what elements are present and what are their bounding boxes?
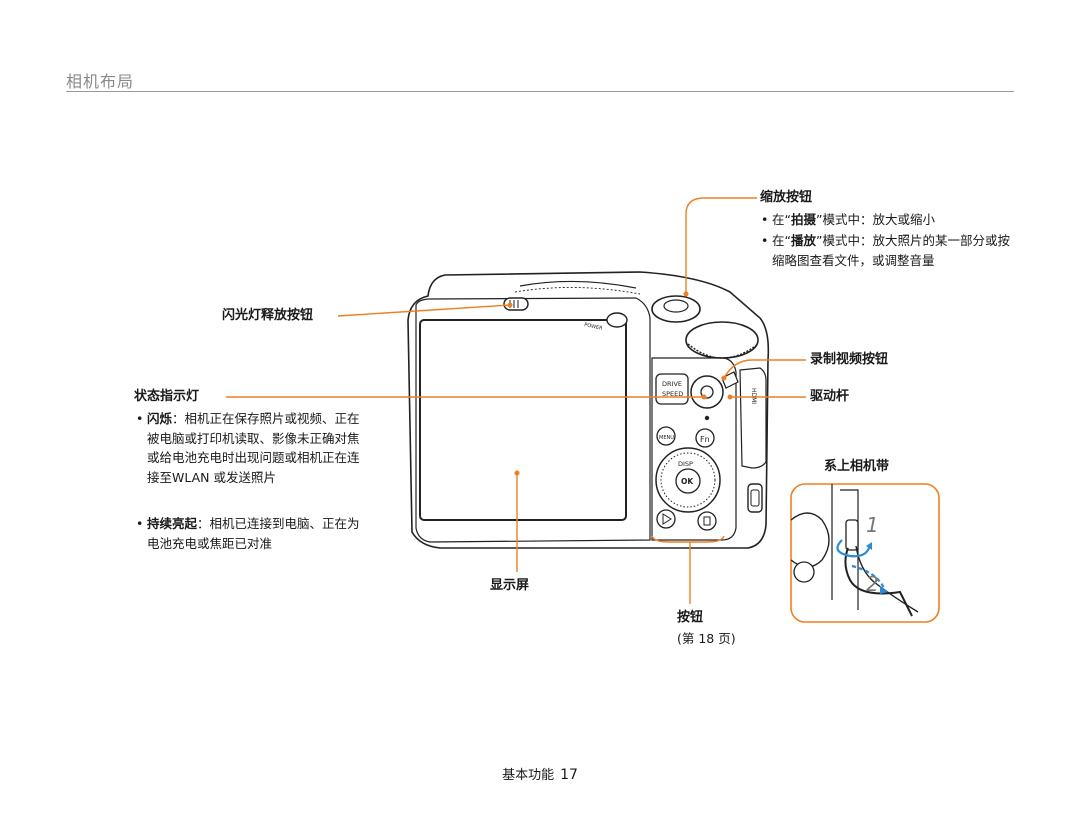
fn-marking: Fn bbox=[700, 435, 710, 444]
zoom-item-shooting: •在“拍摄”模式中：放大或缩小 bbox=[761, 212, 935, 227]
buttons-bracket bbox=[651, 535, 725, 543]
strap-inset bbox=[790, 483, 940, 623]
flash-leader bbox=[337, 304, 511, 317]
menu-marking: MENU bbox=[659, 435, 674, 441]
power-button bbox=[606, 312, 628, 328]
mode-dial bbox=[685, 321, 759, 359]
menu-button bbox=[656, 426, 676, 446]
drive-marking: DRIVE bbox=[662, 380, 682, 388]
status-lamp bbox=[704, 415, 710, 421]
page-number: 17 bbox=[560, 767, 578, 783]
fn-button bbox=[695, 428, 715, 448]
zoom-leader bbox=[685, 197, 757, 294]
strap-label: 系上相机带 bbox=[824, 459, 890, 474]
delete-button bbox=[697, 511, 717, 531]
drive-lever-label: 驱动杆 bbox=[810, 389, 850, 404]
status-lamp-blinking: •闪烁：相机正在保存照片或视频、正在被电脑或打印机读取、影像未正确对焦或给电池充… bbox=[136, 411, 360, 485]
zoom-button bbox=[651, 295, 701, 323]
buttons-page-ref: (第 18 页) bbox=[677, 631, 736, 646]
section-title: 相机布局 bbox=[66, 72, 135, 91]
title-divider bbox=[66, 91, 1014, 92]
drive-speed-button bbox=[655, 373, 689, 405]
hdmi-marking: HDMI bbox=[750, 388, 757, 404]
record-video-leader bbox=[723, 359, 806, 379]
power-marking: POWER bbox=[584, 322, 604, 332]
record-video-label: 录制视频按钮 bbox=[810, 352, 889, 367]
display-label: 显示屏 bbox=[490, 578, 530, 593]
page-footer: 基本功能 17 bbox=[0, 764, 1080, 783]
strap-step-2: 2 bbox=[866, 572, 879, 596]
status-lamp-steady: •持续亮起：相机已连接到电脑、正在为电池充电或焦距已对准 bbox=[136, 516, 360, 551]
speed-marking: SPEED bbox=[662, 390, 683, 398]
ok-marking: OK bbox=[681, 477, 694, 486]
strap-step-1: 1 bbox=[866, 513, 879, 537]
status-lamp-title: 状态指示灯 bbox=[134, 389, 200, 404]
control-dial bbox=[655, 447, 721, 513]
display-screen bbox=[419, 319, 627, 521]
playback-button bbox=[656, 509, 676, 529]
flash-release-switch bbox=[503, 297, 529, 311]
footer-chapter: 基本功能 bbox=[502, 768, 555, 783]
flash-release-label: 闪光灯释放按钮 bbox=[222, 308, 314, 323]
zoom-callout-title: 缩放按钮 bbox=[760, 190, 813, 205]
buttons-label: 按钮 bbox=[677, 610, 704, 625]
zoom-item-playback: •在“播放”模式中：放大照片的某一部分或按缩略图查看文件，或调整音量 bbox=[761, 233, 1010, 268]
disp-marking: DISP bbox=[678, 460, 693, 468]
